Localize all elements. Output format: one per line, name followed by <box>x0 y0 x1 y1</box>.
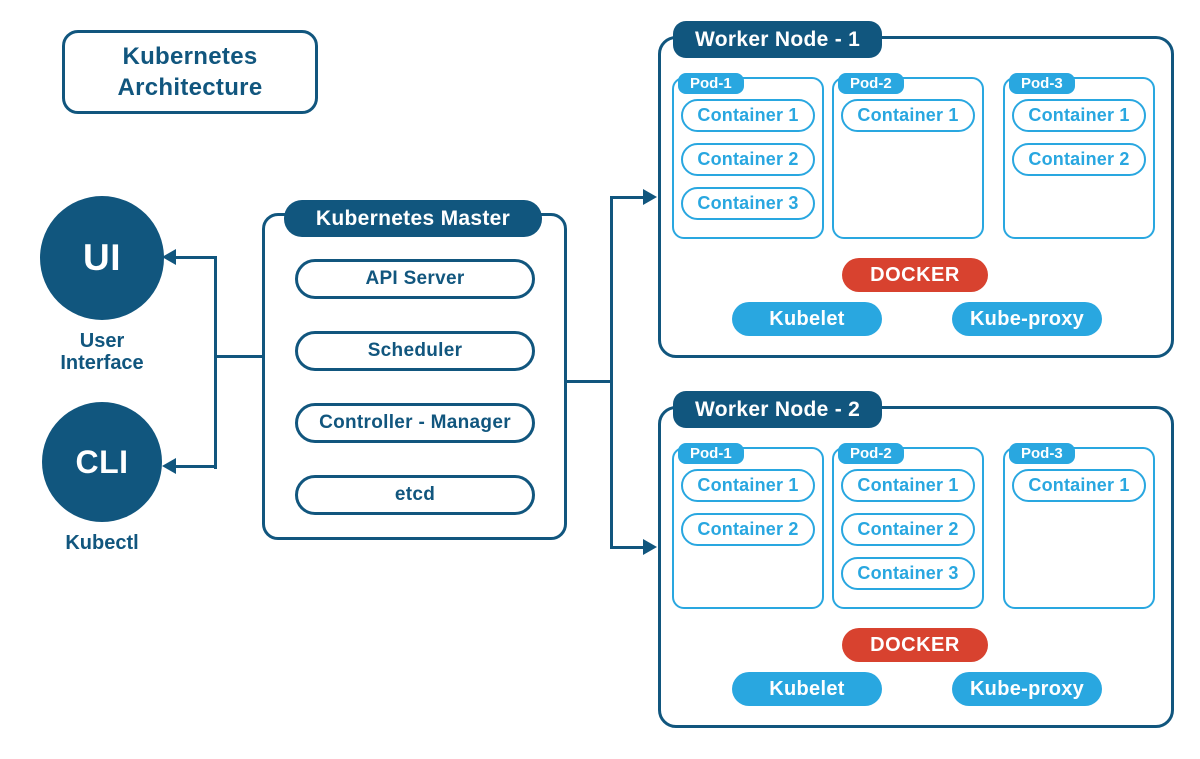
diagram-title: Kubernetes Architecture <box>117 42 263 101</box>
connector-to-worker-2 <box>612 546 644 549</box>
container-pill: Container 1 <box>1012 99 1146 132</box>
arrowhead-cli <box>162 458 176 474</box>
ui-node: UI <box>40 196 164 320</box>
arrowhead-worker-2 <box>643 539 657 555</box>
container-pill: Container 3 <box>681 187 815 220</box>
master-component-controller-manager: Controller - Manager <box>295 403 535 443</box>
container-pill: Container 2 <box>681 143 815 176</box>
diagram-title-box: Kubernetes Architecture <box>62 30 318 114</box>
connector-to-ui <box>176 256 216 259</box>
kubelet-badge: Kubelet <box>732 302 882 336</box>
pod-tab: Pod-1 <box>678 73 744 94</box>
pod-tab: Pod-1 <box>678 443 744 464</box>
container-pill: Container 2 <box>841 513 975 546</box>
container-pill: Container 1 <box>681 99 815 132</box>
connector-clients-trunk <box>214 256 217 469</box>
worker-node-1-pod-3: Pod-3 Container 1 Container 2 <box>1003 73 1155 239</box>
cli-node: CLI <box>42 402 162 522</box>
pod-tab: Pod-2 <box>838 443 904 464</box>
worker-node-2-pod-3: Pod-3 Container 1 <box>1003 443 1155 609</box>
pod-tab: Pod-3 <box>1009 73 1075 94</box>
container-pill: Container 1 <box>681 469 815 502</box>
worker-node-1: Worker Node - 1 Pod-1 Container 1 Contai… <box>658 21 1174 358</box>
master-component-scheduler: Scheduler <box>295 331 535 371</box>
connector-master-to-clients <box>216 355 262 358</box>
kubernetes-master-header: Kubernetes Master <box>284 200 542 237</box>
worker-node-1-pod-1: Pod-1 Container 1 Container 2 Container … <box>672 73 824 239</box>
arrowhead-worker-1 <box>643 189 657 205</box>
connector-workers-trunk <box>610 196 613 549</box>
cli-node-label: Kubectl <box>65 532 139 554</box>
connector-to-worker-1 <box>612 196 644 199</box>
worker-node-2: Worker Node - 2 Pod-1 Container 1 Contai… <box>658 391 1174 728</box>
kubelet-badge: Kubelet <box>732 672 882 706</box>
master-component-api-server: API Server <box>295 259 535 299</box>
container-pill: Container 1 <box>841 99 975 132</box>
kube-proxy-badge: Kube-proxy <box>952 672 1102 706</box>
container-pill: Container 3 <box>841 557 975 590</box>
arrowhead-ui <box>162 249 176 265</box>
worker-node-2-header: Worker Node - 2 <box>673 391 883 428</box>
ui-node-label: User Interface <box>60 330 144 374</box>
worker-node-1-header: Worker Node - 1 <box>673 21 883 58</box>
container-pill: Container 1 <box>841 469 975 502</box>
worker-node-1-pod-2: Pod-2 Container 1 <box>832 73 984 239</box>
pod-tab: Pod-3 <box>1009 443 1075 464</box>
docker-badge: DOCKER <box>842 628 988 662</box>
connector-to-cli <box>176 465 216 468</box>
kube-proxy-badge: Kube-proxy <box>952 302 1102 336</box>
worker-node-2-pod-2: Pod-2 Container 1 Container 2 Container … <box>832 443 984 609</box>
ui-node-abbr: UI <box>83 237 121 278</box>
pod-tab: Pod-2 <box>838 73 904 94</box>
worker-node-2-pod-1: Pod-1 Container 1 Container 2 <box>672 443 824 609</box>
cli-node-abbr: CLI <box>75 443 129 480</box>
master-component-etcd: etcd <box>295 475 535 515</box>
container-pill: Container 2 <box>1012 143 1146 176</box>
container-pill: Container 2 <box>681 513 815 546</box>
docker-badge: DOCKER <box>842 258 988 292</box>
connector-master-to-workers <box>567 380 612 383</box>
container-pill: Container 1 <box>1012 469 1146 502</box>
